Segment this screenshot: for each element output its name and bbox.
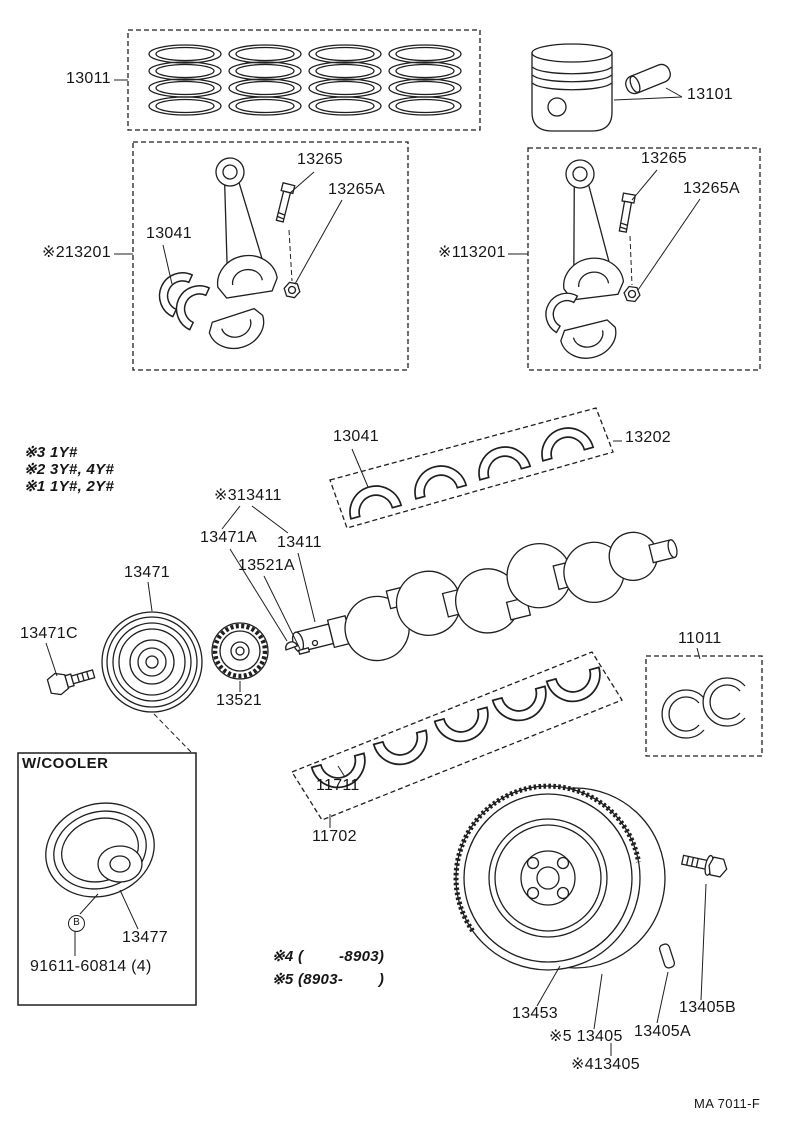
callout-crank-pulley: 13471	[124, 564, 170, 581]
rod-subassy-left-box	[132, 141, 409, 371]
callout-flywheel-bolt: 13405B	[679, 999, 736, 1016]
crankshaft-drawing	[291, 531, 678, 662]
note-variant-3: ※3 1Y#	[24, 444, 78, 461]
callout-gear-key: 13521A	[238, 557, 295, 574]
callout-piston-ring-set: 13011	[66, 70, 111, 87]
callout-cooler-pulley: 13477	[122, 929, 168, 946]
main-bearing-lower-set-drawing	[291, 651, 623, 821]
callout-rod-subassy-right: ※113201	[438, 244, 506, 261]
callout-flywheel-sub: ※5 13405	[549, 1028, 623, 1045]
main-bearing-upper-set-drawing	[329, 407, 614, 529]
callout-rod-subassy-left: ※213201	[42, 244, 111, 261]
note-variant-4: ※4 ( -8903)	[272, 948, 385, 965]
piston-pin-drawing	[625, 63, 671, 95]
page-code: MA 7011-F	[694, 1096, 761, 1111]
callout-main-bearing-lower: 11711	[316, 777, 360, 794]
flywheel-drawing	[453, 783, 666, 971]
note-variant-1: ※1 1Y#, 2Y#	[24, 478, 115, 495]
callout-timing-gear: 13521	[216, 692, 262, 709]
note-variant-5: ※5 (8903- )	[272, 971, 385, 988]
timing-gear-drawing	[211, 622, 269, 680]
connecting-rod-right-drawing	[537, 155, 642, 365]
thrust-washers-drawing	[645, 655, 763, 757]
callout-thrust-washer-set: 11011	[678, 630, 722, 647]
cooler-pulley-drawing	[45, 802, 155, 898]
rod-subassy-right-box	[527, 147, 761, 371]
flywheel-bolt-drawing	[680, 854, 728, 878]
callout-pulley-key: 13471A	[200, 529, 257, 546]
flywheel-pin-drawing	[658, 943, 676, 969]
callout-rod-bolt-right: 13265	[641, 150, 687, 167]
callout-crankshaft: 13411	[277, 534, 322, 551]
crank-pulley-drawing	[101, 611, 203, 713]
piston-ring-set-drawing	[127, 29, 481, 131]
cooler-group-heading: W/COOLER	[22, 755, 109, 772]
callout-rod-nut-right: 13265A	[683, 180, 740, 197]
callout-rod-bearing-left: 13041	[146, 225, 192, 242]
leader-lines	[45, 79, 707, 1056]
callout-piston: 13101	[687, 86, 733, 103]
connecting-rod-left-drawing	[151, 152, 302, 357]
callout-main-bearing-lower-set: 11702	[312, 828, 357, 845]
pulley-bolt-drawing	[46, 669, 96, 696]
crank-keys-drawing	[285, 639, 319, 656]
callout-main-bearing-set: 13202	[625, 429, 671, 446]
callout-cooler-pulley-bolt: 91611-60814 (4)	[30, 958, 152, 975]
callout-flywheel-pin: 13405A	[634, 1023, 691, 1040]
note-variant-2: ※2 3Y#, 4Y#	[24, 461, 115, 478]
callout-pulley-bolt: 13471C	[20, 625, 78, 642]
callout-flywheel-assy: ※413405	[571, 1056, 640, 1073]
bolt-b-marker: B	[68, 915, 85, 932]
callout-rod-bolt-left: 13265	[297, 151, 343, 168]
cooler-group-box	[17, 752, 197, 1006]
callout-crankshaft-variant: ※313411	[214, 487, 282, 504]
callout-rod-nut-left: 13265A	[328, 181, 385, 198]
piston-drawing	[531, 43, 613, 132]
callout-flywheel: 13453	[512, 1005, 558, 1022]
callout-main-bearing-upper: 13041	[333, 428, 379, 445]
